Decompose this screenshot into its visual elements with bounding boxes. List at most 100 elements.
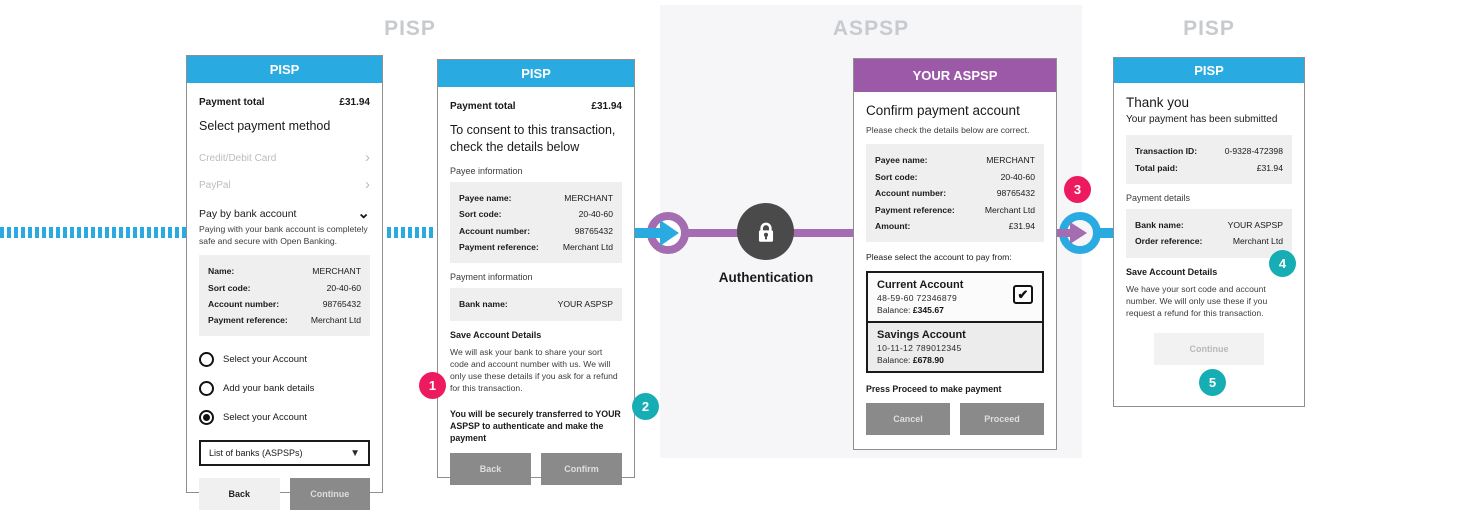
dashed-flow-line-left xyxy=(0,227,186,238)
step-marker-3: 3 xyxy=(1064,176,1091,203)
radio-label: Select your Account xyxy=(223,412,307,424)
detail-value: 20-40-60 xyxy=(326,282,361,293)
panel1-header: PISP xyxy=(187,56,382,83)
detail-row: Bank name: YOUR ASPSP xyxy=(1135,217,1283,233)
back-button[interactable]: Back xyxy=(199,478,280,511)
radio-icon[interactable] xyxy=(199,352,214,368)
detail-label: Name: xyxy=(208,266,235,277)
select-account-label: Please select the account to pay from: xyxy=(866,252,1012,263)
blue-arrow-head-icon xyxy=(660,220,679,246)
panel4-header: PISP xyxy=(1114,58,1304,83)
balance-value: £345.67 xyxy=(912,305,944,316)
transaction-summary-box: Transaction ID: 0-9328-472398 Total paid:… xyxy=(1126,135,1292,184)
account-current[interactable]: Current Account 48-59-60 72346879 Balanc… xyxy=(868,273,1042,324)
panel-confirmation: PISP Thank you Your payment has been sub… xyxy=(1113,57,1305,407)
panel2-header: PISP xyxy=(438,60,634,87)
balance-label: Balance: xyxy=(877,305,911,316)
detail-label: Bank name: xyxy=(1135,219,1184,230)
radio-label: Add your bank details xyxy=(223,383,315,395)
lane-label-pisp-left: PISP xyxy=(384,17,436,40)
detail-value: YOUR ASPSP xyxy=(557,299,613,310)
proceed-note: Press Proceed to make payment xyxy=(866,384,1002,395)
confirm-account-title: Confirm payment account xyxy=(866,103,1020,118)
panel-select-payment-method: PISP Payment total £31.94 Select payment… xyxy=(186,55,383,511)
detail-value: Merchant Ltd xyxy=(310,315,361,326)
authentication-node xyxy=(737,203,794,260)
bank-list-dropdown[interactable]: List of banks (ASPSPs) ▼ xyxy=(199,440,370,467)
radio-icon[interactable] xyxy=(199,381,214,397)
detail-value: Merchant Ltd xyxy=(984,204,1035,215)
lock-icon xyxy=(758,222,773,242)
detail-row: Account number:98765432 xyxy=(459,223,613,239)
detail-value: 20-40-60 xyxy=(578,209,613,220)
step-marker-5: 5 xyxy=(1199,369,1226,396)
detail-value: Merchant Ltd xyxy=(1232,236,1283,247)
detail-label: Transaction ID: xyxy=(1135,146,1198,157)
step-marker-4: 4 xyxy=(1269,250,1296,277)
detail-row: Sort code: 20-40-60 xyxy=(459,206,613,222)
checkbox-checked-icon[interactable]: ✔ xyxy=(1013,285,1033,305)
account-numbers: 10-11-12 789012345 xyxy=(877,343,962,354)
step-marker-1: 1 xyxy=(419,372,446,399)
confirm-button[interactable]: Confirm xyxy=(541,452,622,485)
cancel-button[interactable]: Cancel xyxy=(866,403,950,436)
detail-label: Account number: xyxy=(459,225,531,236)
blue-arrow-icon xyxy=(633,228,662,238)
continue-button-disabled[interactable]: Continue xyxy=(1154,332,1264,365)
authentication-label: Authentication xyxy=(718,270,814,285)
payment-total-label: Payment total xyxy=(450,101,516,112)
radio-select-your-account-1[interactable]: Select your Account xyxy=(199,345,370,374)
save-account-details-label: Save Account Details xyxy=(450,329,542,340)
method-label: Credit/Debit Card xyxy=(199,152,277,164)
method-credit-debit-card[interactable]: Credit/Debit Card › xyxy=(199,145,370,172)
detail-row: Total paid:£31.94 xyxy=(1135,159,1283,175)
detail-row: Bank name: YOUR ASPSP xyxy=(459,296,613,312)
payment-total-value: £31.94 xyxy=(339,97,370,108)
payment-total-value: £31.94 xyxy=(591,101,622,112)
bank-method-description: Paying with your bank account is complet… xyxy=(199,223,368,246)
payee-details-box: Payee name:MERCHANT Sort code: 20-40-60 A… xyxy=(450,181,622,264)
account-name: Current Account xyxy=(877,279,964,292)
payment-details-label: Payment details xyxy=(1126,192,1191,203)
select-method-title: Select payment method xyxy=(199,119,331,133)
detail-value: 0-9328-472398 xyxy=(1224,146,1283,157)
payment-details-box: Bank name: YOUR ASPSP xyxy=(450,288,622,321)
detail-row: Order reference:Merchant Ltd xyxy=(1135,233,1283,249)
detail-row: Payee name:MERCHANT xyxy=(459,190,613,206)
account-name: Savings Account xyxy=(877,329,966,342)
confirm-account-subtitle: Please check the details below are corre… xyxy=(866,125,1030,136)
detail-label: Sort code: xyxy=(459,209,502,220)
merchant-details-box: Name:MERCHANT Sort code:20-40-60 Account… xyxy=(199,254,370,337)
detail-label: Account number: xyxy=(208,298,280,309)
detail-label: Sort code: xyxy=(875,171,918,182)
detail-value: 98765432 xyxy=(322,298,361,309)
account-savings[interactable]: Savings Account 10-11-12 789012345 Balan… xyxy=(868,323,1042,372)
detail-row: Payment reference:Merchant Ltd xyxy=(875,201,1035,217)
detail-label: Bank name: xyxy=(459,299,508,310)
chevron-right-icon: › xyxy=(365,176,370,194)
payment-total-label: Payment total xyxy=(199,97,265,108)
dropdown-arrow-icon: ▼ xyxy=(350,447,360,459)
proceed-button[interactable]: Proceed xyxy=(960,403,1044,436)
radio-select-your-account-2[interactable]: Select your Account xyxy=(199,403,370,432)
detail-value: MERCHANT xyxy=(312,266,361,277)
detail-value: YOUR ASPSP xyxy=(1227,219,1283,230)
method-pay-by-bank[interactable]: Pay by bank account ⌄ xyxy=(199,199,370,223)
continue-button[interactable]: Continue xyxy=(289,478,370,511)
dropdown-value: List of banks (ASPSPs) xyxy=(209,448,303,459)
detail-value: 98765432 xyxy=(996,188,1035,199)
detail-row: Name: MERCHANT xyxy=(208,263,361,279)
lane-label-aspsp: ASPSP xyxy=(832,17,910,40)
account-numbers: 48-59-60 72346879 xyxy=(877,293,958,304)
back-button[interactable]: Back xyxy=(450,452,531,485)
radio-checked-icon[interactable] xyxy=(199,410,214,426)
payment-submitted-text: Your payment has been submitted xyxy=(1126,114,1278,125)
detail-value: Merchant Ltd xyxy=(562,242,613,253)
account-list: Current Account 48-59-60 72346879 Balanc… xyxy=(866,271,1044,374)
method-paypal[interactable]: PayPal › xyxy=(199,172,370,199)
radio-add-bank-details[interactable]: Add your bank details xyxy=(199,374,370,403)
detail-row: Payee name:MERCHANT xyxy=(875,152,1035,168)
detail-row: Sort code:20-40-60 xyxy=(875,169,1035,185)
radio-label: Select your Account xyxy=(223,354,307,366)
